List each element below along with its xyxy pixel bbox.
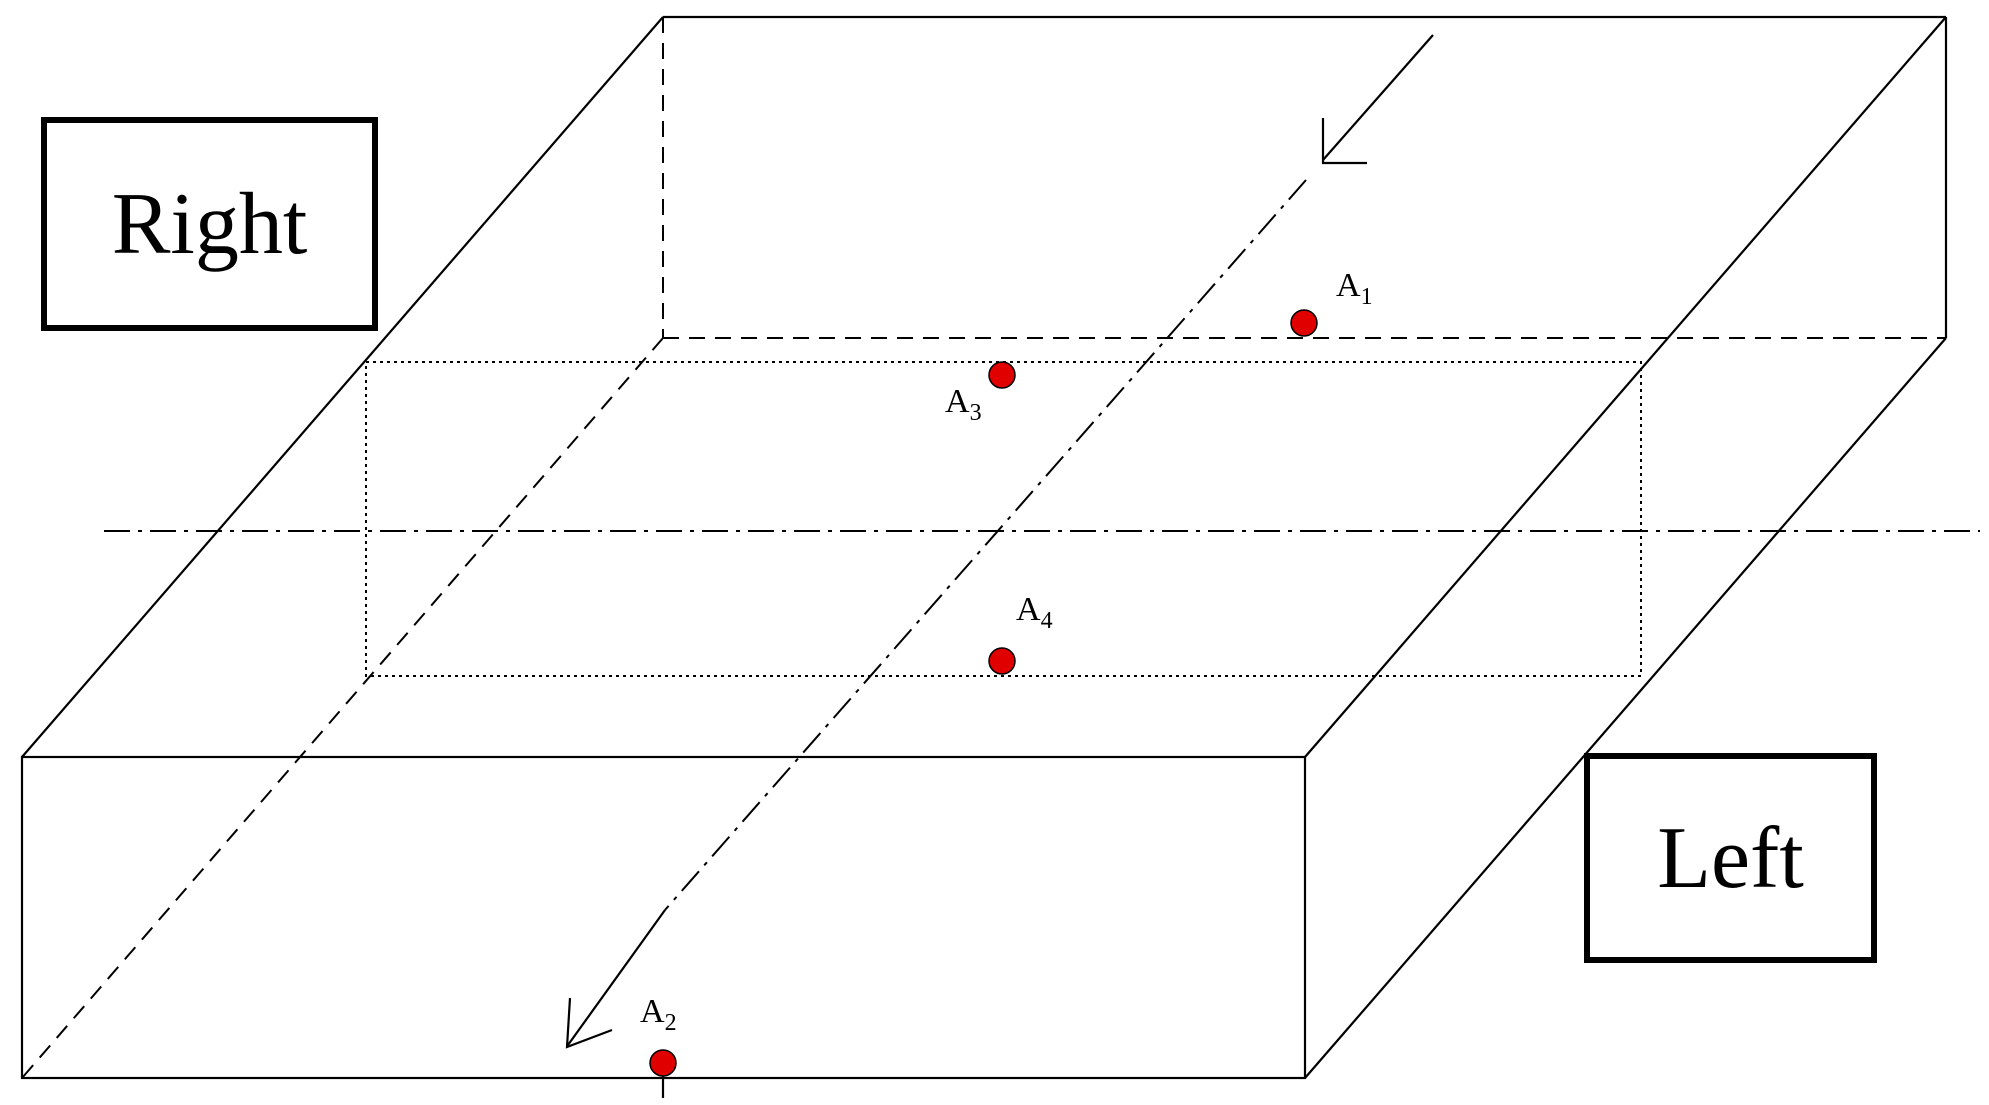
inner-dotted-region xyxy=(365,361,1642,677)
point-a4-marker xyxy=(988,647,1016,675)
point-a1-label: A1 xyxy=(1336,267,1373,310)
bottom-right-edge xyxy=(1304,337,1947,1079)
upper-arrowhead xyxy=(1321,118,1367,165)
lower-arrowhead xyxy=(565,997,613,1049)
right-side-label: Right xyxy=(41,117,378,331)
diagonal-center-line xyxy=(664,179,1307,911)
point-a4-label: A4 xyxy=(1016,591,1053,634)
upper-arrow-shaft xyxy=(1322,34,1434,161)
point-a3-label: A3 xyxy=(945,383,982,426)
left-label-text: Left xyxy=(1657,809,1804,907)
left-side-label: Left xyxy=(1584,753,1877,963)
lower-arrow-shaft xyxy=(567,909,666,1046)
point-a2-marker xyxy=(649,1049,677,1077)
top-right-edge xyxy=(1304,16,1947,758)
hidden-left-bottom-edge xyxy=(21,337,664,1079)
right-label-text: Right xyxy=(111,175,308,273)
point-a1-marker xyxy=(1290,309,1318,337)
top-left-edge xyxy=(21,16,664,758)
point-a2-label: A2 xyxy=(640,993,677,1036)
point-a3-marker xyxy=(988,361,1016,389)
